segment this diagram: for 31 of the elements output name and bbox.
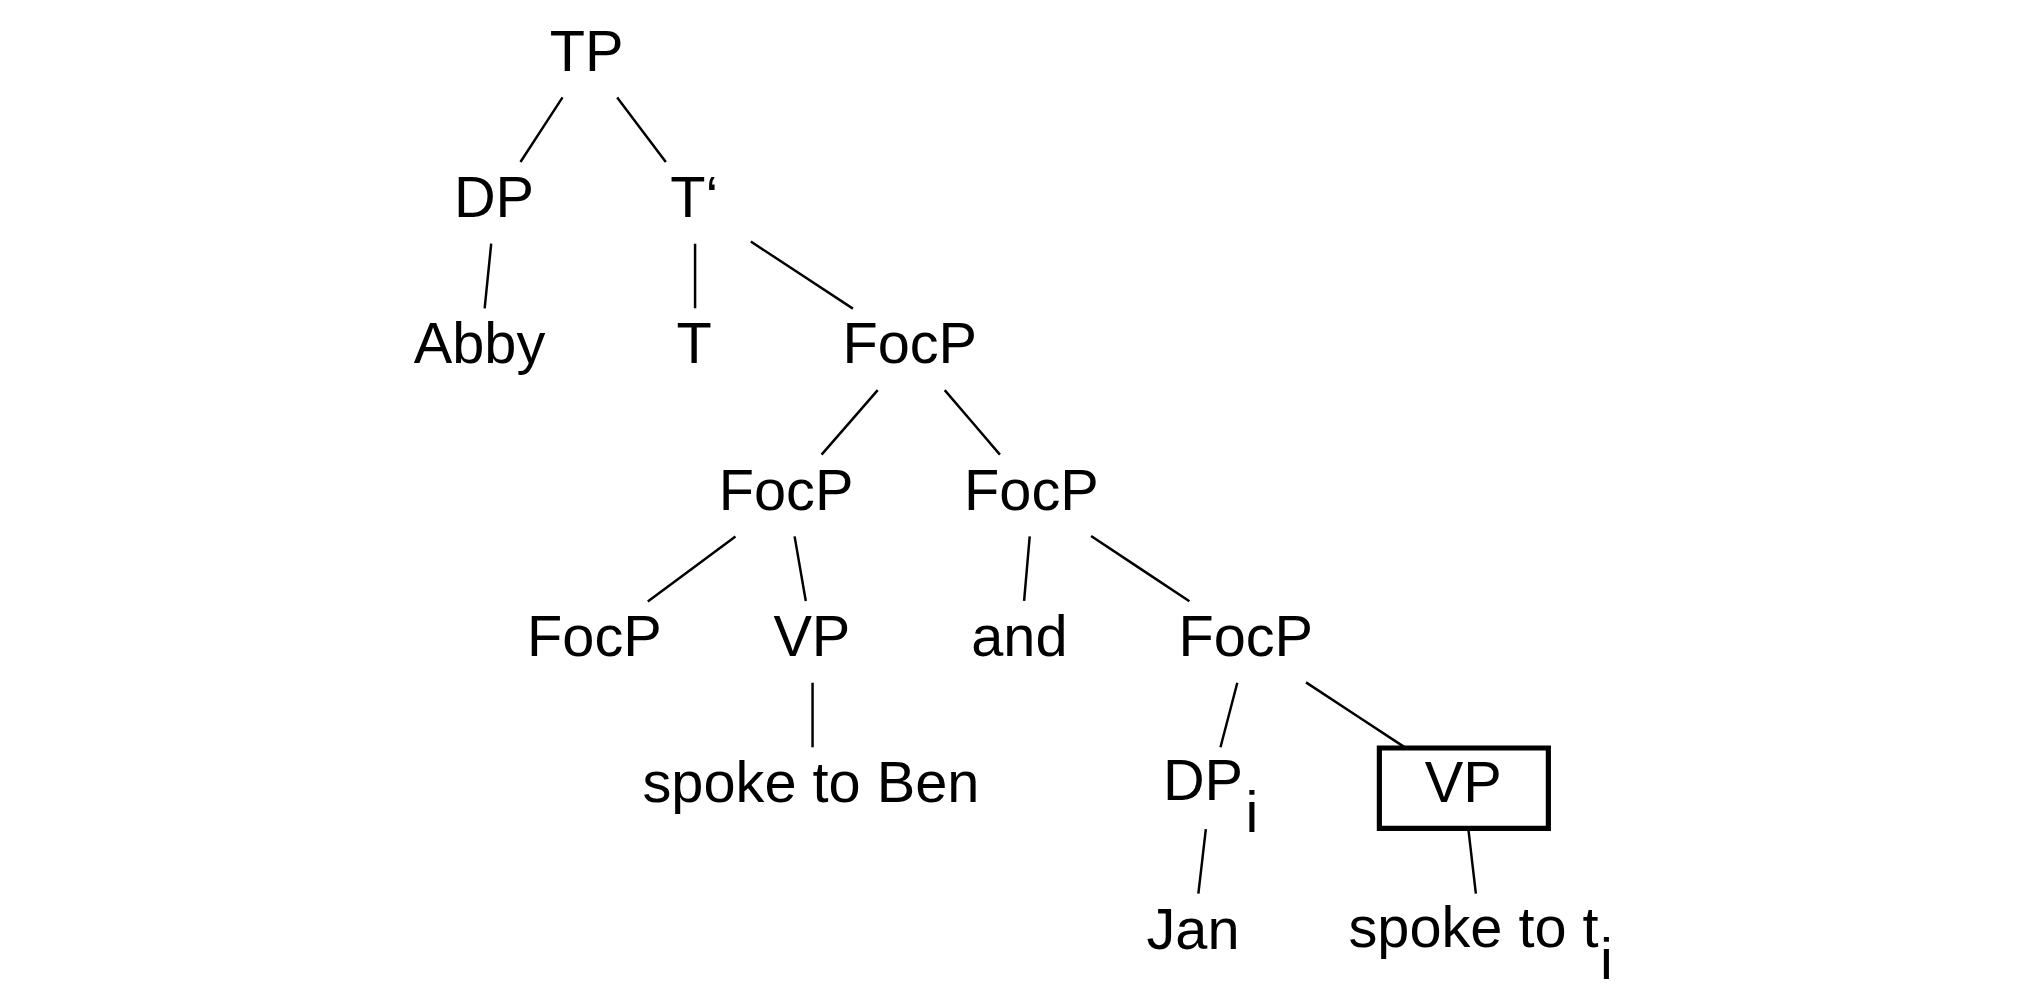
connector	[482, 243, 492, 309]
node-text: FocP	[963, 457, 1099, 522]
node-text: FocP	[526, 604, 662, 669]
node-text: Abby	[413, 311, 545, 376]
connector	[646, 535, 736, 603]
node-text: VP	[772, 604, 850, 669]
connector	[615, 96, 667, 163]
node-text: FocP	[718, 457, 853, 522]
connector	[943, 389, 1001, 456]
node-text: T	[676, 311, 712, 376]
connector	[693, 243, 696, 309]
connector	[1466, 828, 1477, 894]
node-text: spoke to Ben	[642, 750, 979, 815]
connector	[1089, 535, 1190, 603]
node-text: FocP	[1177, 604, 1313, 669]
node-text: Jan	[1145, 896, 1239, 961]
connector	[1218, 682, 1238, 748]
connector	[1022, 536, 1031, 602]
node-text: DP	[453, 165, 534, 230]
node-text: T‘	[669, 165, 718, 230]
node-box: VP	[1376, 745, 1551, 831]
connector	[792, 536, 807, 602]
connector	[820, 389, 879, 456]
connector	[810, 682, 814, 748]
node-text: FocP	[841, 311, 977, 376]
connector	[749, 240, 854, 310]
connector	[1196, 828, 1207, 894]
connector	[518, 96, 564, 163]
connector	[1304, 681, 1406, 749]
node-text: and	[970, 604, 1068, 669]
node-text: TP	[549, 18, 624, 83]
